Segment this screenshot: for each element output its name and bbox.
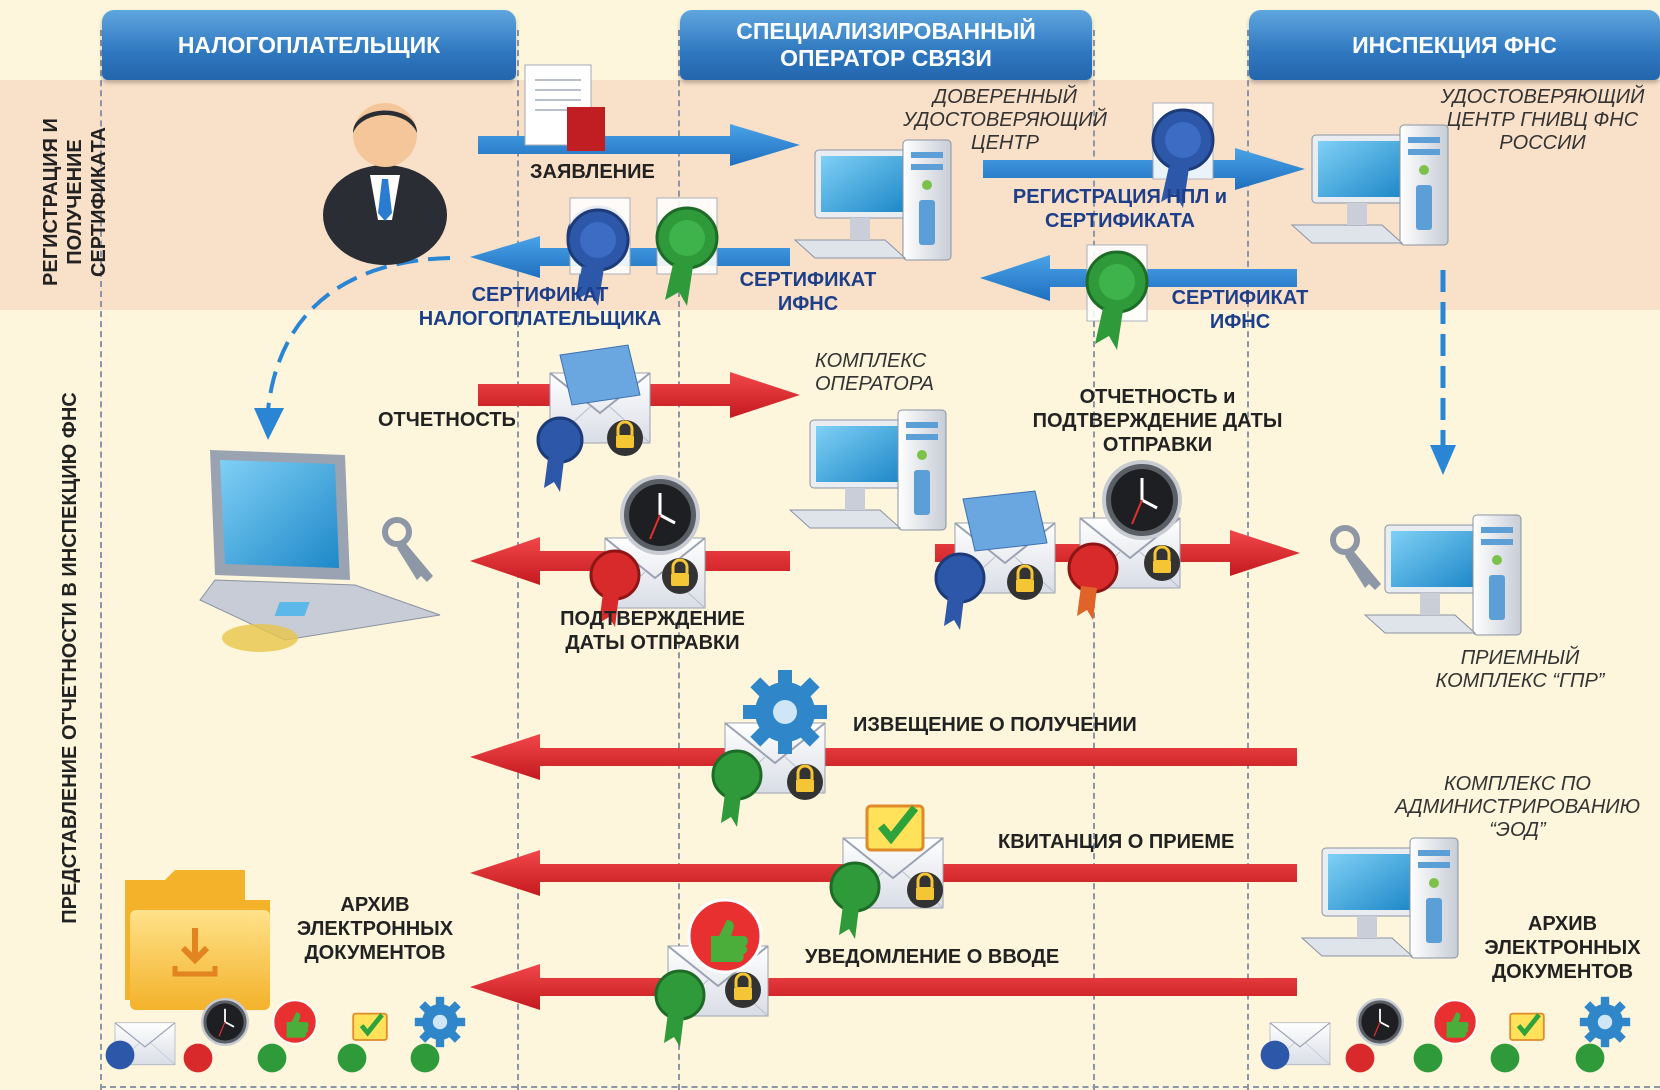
gear-icon	[414, 996, 466, 1048]
lock-icon	[1005, 562, 1045, 602]
seal-icon	[257, 1043, 287, 1073]
lock-icon	[905, 870, 945, 910]
seal-icon	[1151, 108, 1215, 208]
label-acceptance-receipt: КВИТАНЦИЯ О ПРИЕМЕ	[998, 831, 1235, 853]
seal-icon	[566, 208, 630, 306]
label-reporting: ОТЧЕТНОСТЬ	[378, 409, 516, 431]
seal-icon	[183, 1043, 213, 1073]
seal-icon	[711, 749, 763, 827]
seal-icon	[655, 206, 719, 306]
seal-icon	[654, 969, 706, 1047]
key-icon	[1330, 525, 1381, 590]
seal-icon	[1260, 1040, 1290, 1070]
envelope-icon	[549, 344, 651, 444]
checkmark-icon	[353, 1014, 387, 1040]
checkmark-icon	[1510, 1014, 1544, 1040]
arrow-input-notice	[470, 964, 1297, 1010]
label-application: ЗАЯВЛЕНИЕ	[530, 161, 655, 183]
seal-icon	[829, 861, 881, 939]
lock-icon	[723, 970, 763, 1010]
thumbs-up-icon	[687, 898, 763, 974]
arrow-application	[478, 124, 800, 166]
header-taxpayer: НАЛОГОПЛАТЕЛЬЩИК	[102, 10, 516, 80]
computer-icon	[1301, 837, 1459, 959]
bottom-divider	[100, 1086, 1660, 1088]
clock-icon	[1102, 460, 1182, 540]
seal-icon	[1575, 1043, 1605, 1073]
clock-icon	[1355, 998, 1405, 1047]
arrow-cert-to-laptop	[266, 256, 451, 411]
seal-icon	[337, 1043, 367, 1073]
clock-icon	[200, 998, 250, 1047]
envelope-icon	[954, 490, 1056, 594]
clock-icon	[620, 475, 700, 555]
seal-icon	[1085, 250, 1149, 350]
header-operator: СПЕЦИАЛИЗИРОВАННЫЙ ОПЕРАТОР СВЯЗИ	[680, 10, 1092, 80]
seal-icon	[1490, 1043, 1520, 1073]
seal-icon	[536, 416, 584, 492]
seal-icon	[105, 1040, 135, 1070]
label-input-notice: УВЕДОМЛЕНИЕ О ВВОДЕ	[805, 946, 1060, 968]
thumbs-up-icon	[1432, 999, 1478, 1045]
key-icon	[382, 517, 433, 582]
seal-icon	[1345, 1043, 1375, 1073]
businessman-icon	[323, 103, 447, 265]
lane-divider	[100, 30, 102, 1090]
document-icon	[524, 64, 605, 151]
checkmark-icon	[867, 806, 923, 850]
computer-icon	[789, 409, 947, 531]
seal-icon	[1067, 542, 1119, 620]
seal-icon	[410, 1043, 440, 1073]
arrow-receipt-notice	[470, 734, 1297, 780]
lock-icon	[660, 556, 700, 596]
thumbs-up-icon	[272, 999, 318, 1045]
gear-icon	[1579, 996, 1631, 1048]
lock-icon	[605, 418, 645, 458]
folder-icon	[125, 870, 270, 1010]
computer-icon	[794, 139, 952, 261]
label-receipt-notice: ИЗВЕЩЕНИЕ О ПОЛУЧЕНИИ	[853, 714, 1137, 736]
header-inspection: ИНСПЕКЦИЯ ФНС	[1249, 10, 1660, 80]
computer-icon	[1364, 514, 1522, 636]
seal-icon	[589, 549, 641, 627]
arrow-registration-npl	[983, 148, 1305, 190]
lock-icon	[1142, 543, 1182, 583]
laptop-icon	[199, 450, 441, 652]
gear-icon	[743, 670, 827, 754]
seal-icon	[934, 552, 986, 630]
lock-icon	[785, 762, 825, 802]
seal-icon	[1413, 1043, 1443, 1073]
